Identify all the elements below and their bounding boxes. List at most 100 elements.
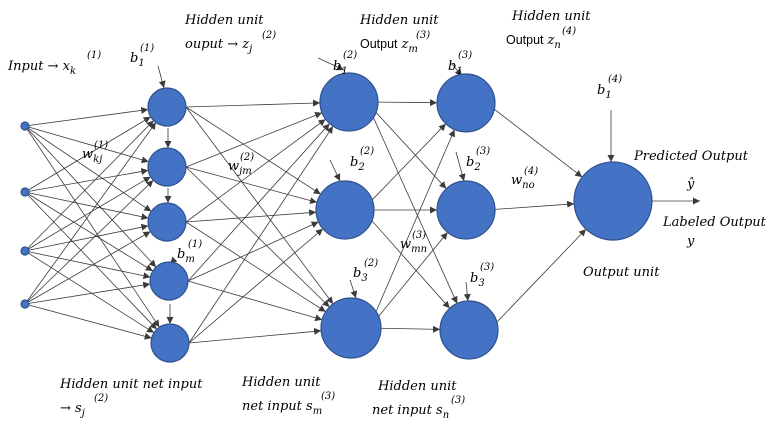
bias-arrow-b2-2 (329, 159, 341, 182)
bias-b2-3-label: b2 (466, 155, 481, 173)
hidden-output-line2: ouput → zj (185, 37, 252, 55)
hidden-output-line1: Hidden unit (184, 13, 264, 28)
edge-input3-h1n5 (24, 250, 155, 334)
edge-h1n4-h2n3 (187, 280, 323, 322)
edge-input1-h1n1 (24, 106, 149, 127)
weight-wmn-sup: (3) (412, 230, 426, 241)
input-label-sup: (1) (87, 50, 101, 61)
edge-h1n3-h2n3 (185, 221, 327, 313)
edge-input1-h1n5 (24, 125, 160, 328)
edge-input3-h1n2 (24, 176, 151, 252)
hidden1-node-5 (150, 323, 190, 363)
weight-wjm-label: wjm (228, 159, 252, 177)
hidden3-net-input-line1: Hidden unit (377, 379, 457, 394)
edge-input3-h1n1 (24, 120, 154, 252)
weight-wmn-label: wmn (400, 237, 427, 255)
edge-input4-h1n1 (24, 122, 157, 305)
output-unit-label: Output unit (583, 265, 660, 280)
hidden2-net-input-line1: Hidden unit (241, 375, 321, 390)
neuron-nodes (20, 72, 653, 363)
edge-input4-h1n2 (24, 179, 154, 305)
hidden1-node-3 (147, 202, 187, 242)
edge-h2n2-h3n1 (362, 123, 447, 211)
bias-b3-3-label: b3 (470, 271, 485, 289)
edge-h1n4-h2n2 (187, 221, 319, 282)
edge-h1n1-h2n1 (185, 99, 321, 108)
bias-b1-2-label: b1 (333, 59, 348, 77)
input-node-2 (20, 187, 30, 197)
bias-b1-3-sup: (3) (458, 50, 472, 61)
edge-h1n2-h2n1 (185, 112, 323, 168)
edge-h3n3-output (489, 228, 587, 331)
hidden2-output-sup: (3) (416, 30, 430, 41)
edge-h1n5-h2n2 (188, 228, 324, 344)
hidden3-net-input-line2: net input sn (372, 403, 449, 421)
input-node-3 (20, 246, 30, 256)
edge-h1n1-h2n2 (185, 106, 321, 195)
bias-bm-1-sup: (1) (188, 239, 202, 250)
hidden-output-sup: (2) (262, 30, 276, 41)
labeled-output-symbol: y (686, 234, 695, 249)
edge-h1n3-h2n1 (185, 118, 326, 223)
hidden1-node-4 (149, 261, 189, 301)
hidden3-output-sup: (4) (562, 26, 576, 37)
bias-arrows (157, 57, 615, 324)
predicted-output-label: Predicted Output (633, 149, 749, 164)
bias-b1-2-sup: (2) (343, 50, 357, 61)
connection-edges (24, 99, 700, 344)
weight-wno-label: wno (511, 173, 535, 191)
bias-b3-2-label: b3 (353, 266, 368, 284)
bias-arrow-b3-3 (463, 281, 471, 302)
hidden3-output-line1: Hidden unit (511, 9, 591, 24)
bias-b1-1-label: b1 (130, 51, 145, 69)
edge-input1-h1n4 (24, 125, 157, 268)
hidden2-node-3 (320, 297, 382, 359)
hidden2-net-input-sup: (3) (321, 391, 335, 402)
edge-input2-h1n2 (24, 168, 149, 193)
edge-h1n2-h2n3 (185, 166, 330, 308)
weight-wjm-sup: (2) (240, 152, 254, 163)
hidden-net-input-sup: (2) (94, 393, 108, 404)
bias-arrow-b1-2 (317, 57, 345, 71)
weight-wno-sup: (4) (524, 166, 538, 177)
edge-h2n1-h3n3 (366, 101, 458, 304)
edge-input2-h1n4 (24, 191, 154, 272)
hidden3-node-1 (436, 73, 496, 133)
output-node (573, 161, 653, 241)
edge-input2-h1n5 (24, 191, 158, 330)
bias-b2-2-sup: (2) (360, 146, 374, 157)
edge-input1-h1n3 (24, 125, 152, 212)
bias-bm-1-label: bm (177, 247, 195, 265)
edge-h2n3-h3n1 (368, 129, 455, 329)
bias-b1-4-sup: (4) (608, 74, 622, 85)
edge-h1n3-h2n2 (185, 209, 317, 223)
hidden2-node-2 (315, 180, 375, 240)
edge-h1n2-h2n2 (185, 166, 318, 204)
hidden3-net-input-sup: (3) (451, 395, 465, 406)
edge-input3-h1n4 (24, 250, 151, 280)
hidden3-node-3 (439, 300, 499, 360)
edge-h2n3-h3n2 (368, 232, 448, 329)
edge-h3n2-output (486, 200, 575, 211)
edge-h1n1-h2n3 (185, 106, 334, 305)
hidden-net-input-line1: Hidden unit net input (59, 377, 203, 392)
predicted-output-symbol: ŷ (686, 177, 695, 192)
edge-input1-h1n2 (24, 125, 149, 164)
bias-arrow-b3-2 (349, 279, 358, 299)
edge-input4-h1n3 (24, 231, 151, 305)
hidden1-node-1 (147, 87, 187, 127)
labeled-output-label: Labeled Output (662, 215, 767, 230)
bias-arrow-b1-1 (157, 65, 166, 89)
bias-b1-3-label: b1 (448, 59, 463, 77)
hidden3-output-line2: Output zn (506, 31, 561, 51)
input-node-1 (20, 121, 30, 131)
edge-input4-h1n5 (24, 303, 152, 340)
hidden2-output-line2: Output zm (360, 35, 418, 55)
hidden3-node-2 (436, 180, 496, 240)
edge-h1n5-h2n3 (188, 327, 322, 344)
bias-b2-3-sup: (3) (476, 146, 490, 157)
weight-wkj-label: wkj (82, 147, 102, 165)
hidden2-node-1 (319, 72, 379, 132)
edge-h3n1-output (486, 102, 583, 178)
